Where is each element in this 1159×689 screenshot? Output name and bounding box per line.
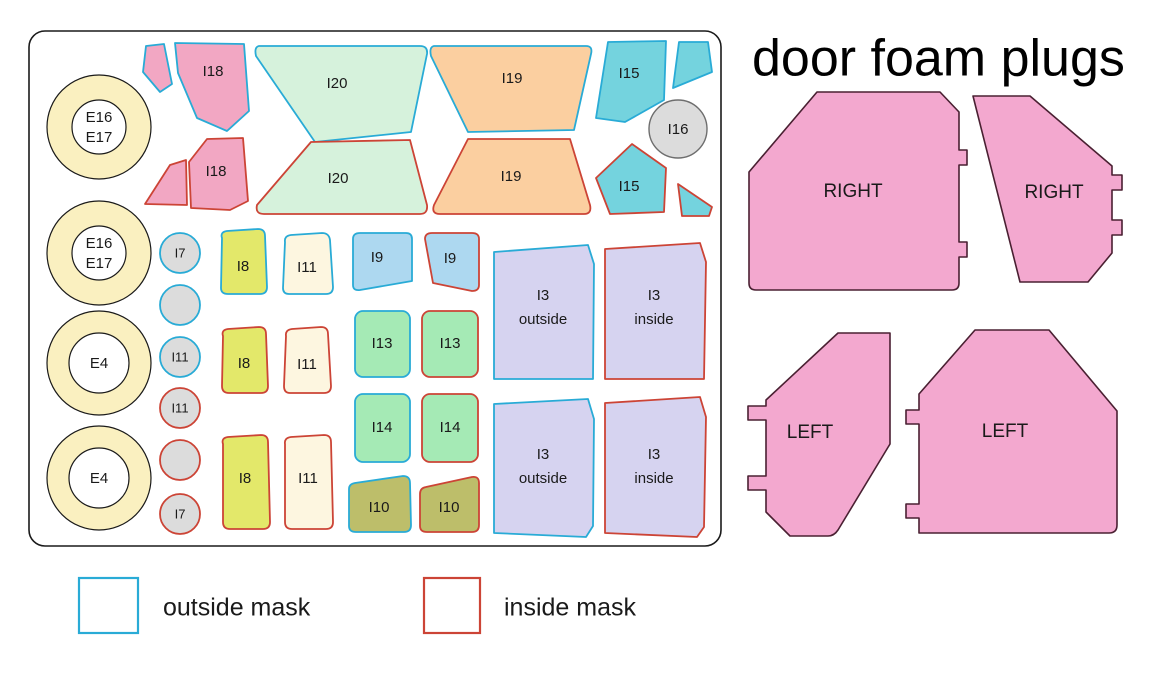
ring-e16-e17-bottom: E16 E17 <box>46 200 152 306</box>
shape-label-i3-inside-top-1: I3 <box>648 287 661 304</box>
plug-left-small <box>747 332 891 537</box>
shape-label-i13-outside: I13 <box>372 335 393 352</box>
shape-i3-inside-bottom <box>604 396 707 538</box>
circle-label-i7-inside: I7 <box>175 506 186 521</box>
shape-i11-inside-2 <box>283 434 334 530</box>
plug-label-left-large: LEFT <box>982 421 1029 442</box>
shape-label-i9-inside: I9 <box>444 250 457 267</box>
circle-i7-outside: I7 <box>159 232 201 274</box>
shape-label-i10-outside: I10 <box>369 499 390 516</box>
shape-label-i16: I16 <box>668 121 689 138</box>
shape-label-i19-outside: I19 <box>502 70 523 87</box>
shape-i14-inside <box>421 393 479 463</box>
legend-swatch-inside <box>422 576 482 635</box>
shape-label-i14-inside: I14 <box>440 419 461 436</box>
shape-i9-inside <box>424 232 480 292</box>
shape-i18-outside <box>174 42 250 132</box>
circle-blank-outside <box>159 284 201 326</box>
shape-label-i3-outside-top-1: I3 <box>537 287 550 304</box>
plug-right-small <box>972 95 1123 283</box>
shape-label-i11-inside-2: I11 <box>298 470 318 487</box>
shape-label-i15-inside: I15 <box>619 178 640 195</box>
plug-label-right-small: RIGHT <box>1024 182 1084 203</box>
plug-left-large <box>905 329 1118 534</box>
shape-i15-inside-sliver <box>677 183 713 217</box>
shape-i18-inside-sliver <box>144 159 188 206</box>
shape-label-i13-inside: I13 <box>440 335 461 352</box>
page-title: door foam plugs <box>752 30 1125 88</box>
plug-label-left-small: LEFT <box>787 422 834 443</box>
shape-label-i20-inside: I20 <box>328 170 349 187</box>
shape-label-i19-inside: I19 <box>501 168 522 185</box>
shape-i18-outside-sliver <box>142 43 173 93</box>
shape-label-i3-inside-bottom-1: I3 <box>648 446 661 463</box>
legend-label-inside: inside mask <box>504 594 636 622</box>
legend-label-outside: outside mask <box>163 594 311 622</box>
shape-i10-outside <box>348 475 412 533</box>
ring-e16-e17-top: E16 E17 <box>46 74 152 180</box>
legend-swatch-outside <box>77 576 140 635</box>
shape-i11-outside <box>282 232 334 295</box>
shape-i3-outside-top <box>493 244 595 380</box>
shape-i15-inside <box>595 143 667 215</box>
shape-i20-outside <box>254 45 429 143</box>
shape-label-i11-inside-1: I11 <box>297 356 317 373</box>
circle-i7-inside: I7 <box>159 493 201 535</box>
legend-inside-mask: inside mask <box>422 576 636 635</box>
shape-label-i20-outside: I20 <box>327 75 348 92</box>
shape-label-i18-outside: I18 <box>203 63 224 80</box>
shape-i20-inside <box>255 139 429 215</box>
ring-label-e17: E17 <box>86 129 113 146</box>
shape-i8-inside-2 <box>221 434 271 530</box>
shape-label-i10-inside: I10 <box>439 499 460 516</box>
ring-label-e16: E16 <box>86 109 113 126</box>
plug-right-large <box>748 91 968 291</box>
shape-label-i3-inside-bottom-2: inside <box>634 470 673 487</box>
shape-i3-inside-top <box>604 242 707 380</box>
shape-i3-outside-bottom <box>493 398 595 538</box>
shape-label-i3-outside-top-2: outside <box>519 311 567 328</box>
circle-label-i11-inside: I11 <box>171 400 188 415</box>
shape-i9-outside <box>352 232 413 292</box>
circle-label-i11-outside: I11 <box>171 349 188 364</box>
shape-i10-inside <box>419 475 480 533</box>
shape-i16: I16 <box>648 99 708 159</box>
ring-e4-top: E4 <box>46 310 152 416</box>
shape-label-i15-outside: I15 <box>619 65 640 82</box>
shape-label-i18-inside: I18 <box>206 163 227 180</box>
shape-label-i8-inside-2: I8 <box>239 470 252 487</box>
shape-i15-outside <box>595 40 667 123</box>
ring-label-e4-2: E4 <box>90 470 108 487</box>
shape-i18-inside <box>188 137 249 211</box>
shape-i8-outside <box>220 228 268 295</box>
plug-label-right-large: RIGHT <box>823 181 883 202</box>
shape-label-i3-inside-top-2: inside <box>634 311 673 328</box>
circle-i11-inside: I11 <box>159 387 201 429</box>
shape-i19-outside <box>429 45 593 133</box>
shape-i14-outside <box>354 393 411 463</box>
shape-label-i8-outside: I8 <box>237 258 250 275</box>
legend-outside-mask: outside mask <box>77 576 311 635</box>
shape-i8-inside-1 <box>221 326 269 394</box>
circle-blank-inside <box>159 439 201 481</box>
ring-label-e17-2: E17 <box>86 255 113 272</box>
shape-label-i14-outside: I14 <box>372 419 393 436</box>
shape-i13-outside <box>354 310 411 378</box>
shape-i11-inside-1 <box>283 326 332 394</box>
shape-label-i8-inside-1: I8 <box>238 355 251 372</box>
shape-label-i3-outside-bottom-2: outside <box>519 470 567 487</box>
shape-i19-inside <box>432 138 592 215</box>
circle-i11-outside: I11 <box>159 336 201 378</box>
shape-label-i9-outside: I9 <box>371 249 384 266</box>
ring-e4-bottom: E4 <box>46 425 152 531</box>
shape-label-i11-outside: I11 <box>297 259 317 276</box>
shape-i15-outside-sliver <box>672 41 713 89</box>
shape-label-i3-outside-bottom-1: I3 <box>537 446 550 463</box>
circle-label-i7-outside: I7 <box>175 245 186 260</box>
ring-label-e16-2: E16 <box>86 235 113 252</box>
shape-i13-inside <box>421 310 479 378</box>
ring-label-e4: E4 <box>90 355 108 372</box>
